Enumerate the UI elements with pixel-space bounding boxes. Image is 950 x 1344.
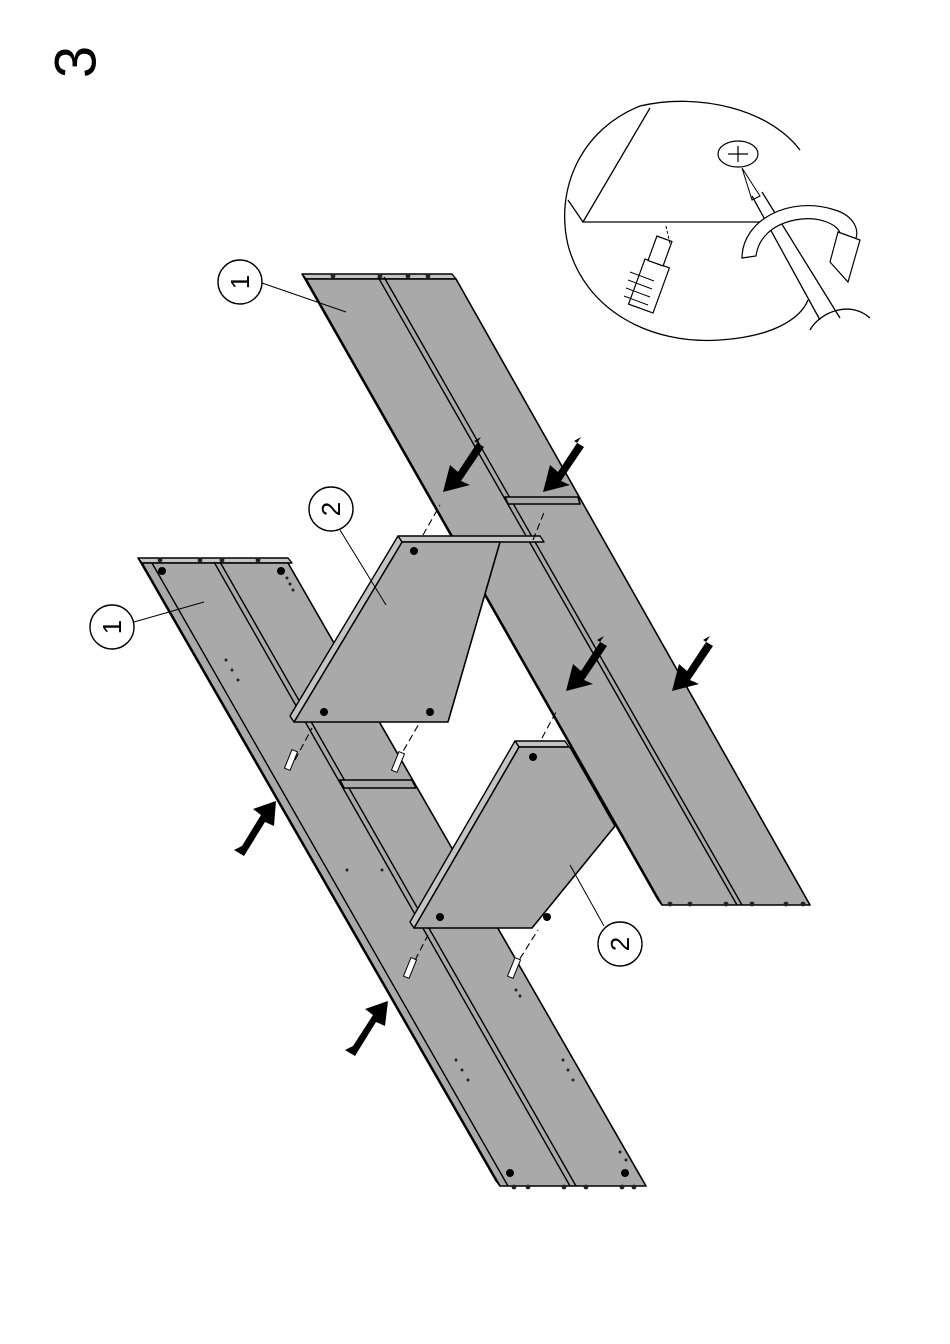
step-number: 3 — [43, 46, 108, 78]
detail-inset — [565, 101, 870, 340]
callout-label: 1 — [225, 275, 255, 289]
phillips-head-icon — [718, 141, 760, 200]
push-arrow-icon — [234, 801, 276, 856]
rotation-arrow-icon — [742, 206, 860, 282]
callout-label: 2 — [316, 502, 346, 516]
cam-bolt-icon — [624, 226, 672, 313]
push-arrow-icon — [672, 636, 713, 691]
callout-label: 2 — [605, 937, 635, 951]
callout-part-2-lower: 2 — [570, 865, 642, 966]
short-shelf-lower — [340, 780, 416, 788]
push-arrow-icon — [345, 1001, 388, 1056]
callout-label: 1 — [97, 620, 127, 634]
short-shelf-upper — [505, 497, 580, 504]
